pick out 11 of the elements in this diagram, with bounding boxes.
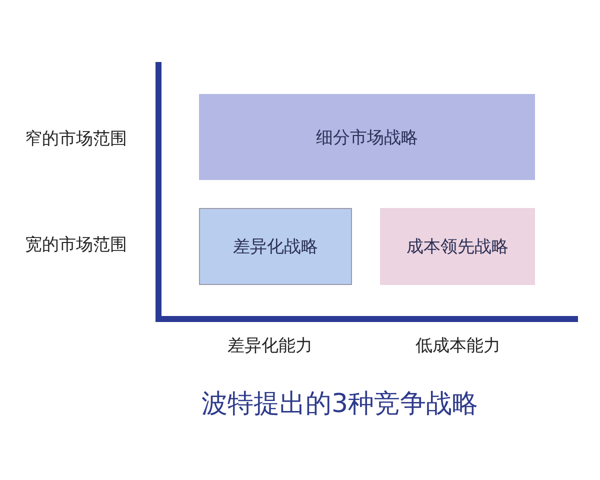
strategy-name: 成本领先战略 [406, 236, 508, 258]
axis-label: 差异化能力 [228, 334, 312, 356]
strategy-name: 细分市场战略 [316, 126, 418, 148]
axis-label: 低成本能力 [416, 334, 500, 356]
strategy-box [199, 208, 352, 285]
axis-label: 窄的市场范围 [25, 128, 127, 150]
caption: 波特提出的3种竞争战略 [202, 388, 478, 420]
strategy-box [199, 94, 535, 180]
axis-label: 宽的市场范围 [25, 234, 127, 256]
strategy-box [380, 208, 535, 285]
strategy-name: 差异化战略 [233, 236, 318, 258]
